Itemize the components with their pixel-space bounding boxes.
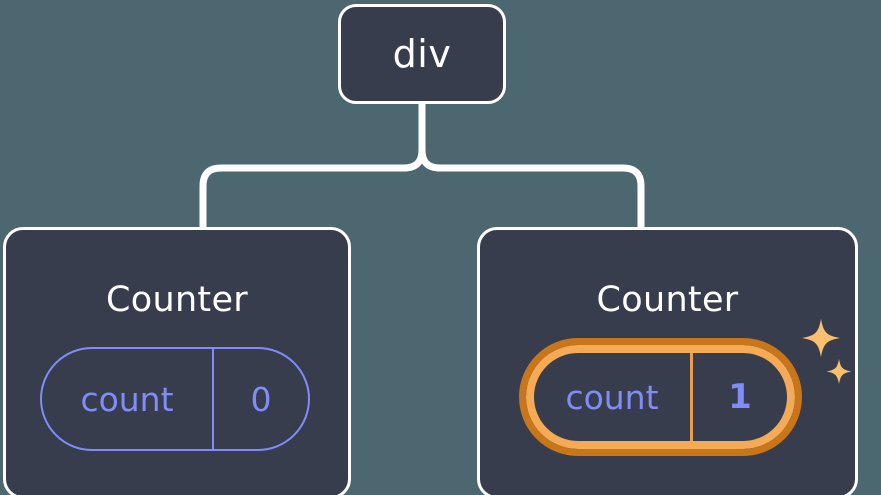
state-key-left: count xyxy=(80,379,174,419)
state-pill-right[interactable]: count 1 xyxy=(519,338,802,456)
node-counter-right-label: Counter xyxy=(596,280,739,320)
state-pill-left[interactable]: count 0 xyxy=(40,347,310,451)
state-pill-divider-left xyxy=(212,349,214,449)
node-div[interactable]: div xyxy=(338,4,506,104)
node-counter-left-label: Counter xyxy=(106,280,248,320)
state-value-left: 0 xyxy=(250,379,272,419)
state-value-right: 1 xyxy=(728,377,752,417)
connector-branch-right xyxy=(418,149,645,227)
state-pill-divider-right xyxy=(690,353,693,441)
state-key-right: count xyxy=(565,377,659,417)
node-div-label: div xyxy=(392,32,452,76)
state-pill-right-inner-ring: count 1 xyxy=(526,345,795,449)
connector-branch-left xyxy=(199,149,426,227)
